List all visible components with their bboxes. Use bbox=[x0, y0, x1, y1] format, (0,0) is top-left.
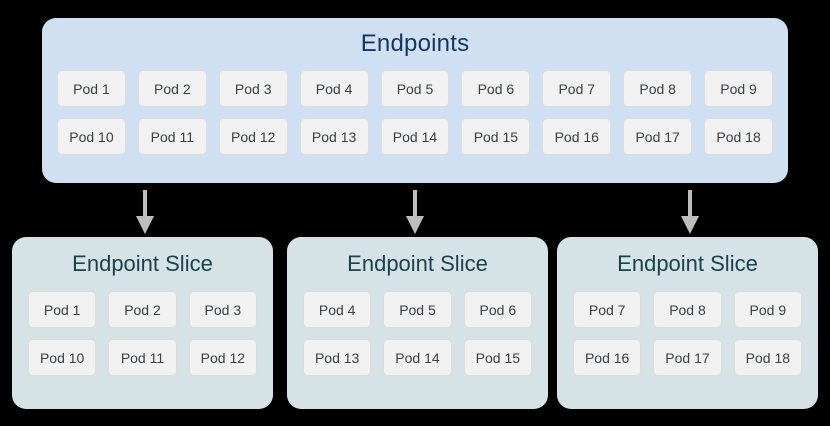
pod-chip: Pod 16 bbox=[573, 339, 642, 376]
pod-chip: Pod 6 bbox=[461, 70, 531, 107]
pod-chip: Pod 5 bbox=[380, 70, 450, 107]
pod-chip: Pod 14 bbox=[380, 118, 450, 155]
pod-chip: Pod 10 bbox=[57, 118, 126, 155]
pod-chip: Pod 13 bbox=[299, 118, 369, 155]
arrow-shaft bbox=[413, 190, 417, 218]
arrow-head bbox=[136, 216, 154, 234]
pod-chip: Pod 1 bbox=[28, 291, 97, 328]
pod-chip: Pod 3 bbox=[218, 70, 288, 107]
pod-chip: Pod 7 bbox=[542, 70, 612, 107]
pod-chip: Pod 2 bbox=[137, 70, 207, 107]
pod-chip: Pod 12 bbox=[218, 118, 288, 155]
pod-chip: Pod 18 bbox=[733, 339, 802, 376]
pod-chip: Pod 8 bbox=[653, 291, 722, 328]
arrow-down-icon bbox=[134, 190, 156, 234]
pod-chip: Pod 15 bbox=[463, 339, 532, 376]
pod-chip: Pod 17 bbox=[623, 118, 693, 155]
endpoint-slice-title: Endpoint Slice bbox=[72, 251, 213, 276]
pod-chip: Pod 10 bbox=[28, 339, 97, 376]
arrow-head bbox=[406, 216, 424, 234]
arrow-shaft bbox=[143, 190, 147, 218]
endpoint-slice-title: Endpoint Slice bbox=[617, 251, 758, 276]
pod-chip: Pod 14 bbox=[383, 339, 452, 376]
pod-chip: Pod 7 bbox=[573, 291, 642, 328]
endpoint-slice-panel: Endpoint Slice Pod 1 Pod 2 Pod 3 Pod 10 … bbox=[12, 237, 273, 409]
pod-chip: Pod 5 bbox=[383, 291, 452, 328]
pod-chip: Pod 4 bbox=[303, 291, 372, 328]
pod-chip: Pod 1 bbox=[57, 70, 126, 107]
pod-chip: Pod 11 bbox=[137, 118, 207, 155]
arrow-down-icon bbox=[679, 190, 701, 234]
endpoint-slice-panel: Endpoint Slice Pod 4 Pod 5 Pod 6 Pod 13 … bbox=[287, 237, 548, 409]
endpoints-title: Endpoints bbox=[360, 30, 470, 57]
pod-chip: Pod 6 bbox=[463, 291, 532, 328]
arrow-down-icon bbox=[404, 190, 426, 234]
pod-chip: Pod 4 bbox=[299, 70, 369, 107]
pod-chip: Pod 9 bbox=[733, 291, 802, 328]
endpoint-slice-title: Endpoint Slice bbox=[347, 251, 488, 276]
endpoints-pod-grid: Pod 1 Pod 2 Pod 3 Pod 4 Pod 5 Pod 6 Pod … bbox=[57, 70, 773, 155]
pod-chip: Pod 3 bbox=[188, 291, 257, 328]
pod-chip: Pod 17 bbox=[653, 339, 722, 376]
pod-chip: Pod 12 bbox=[188, 339, 257, 376]
pod-chip: Pod 11 bbox=[108, 339, 177, 376]
endpoint-slice-panel: Endpoint Slice Pod 7 Pod 8 Pod 9 Pod 16 … bbox=[557, 237, 818, 409]
pod-chip: Pod 9 bbox=[704, 70, 773, 107]
arrow-shaft bbox=[688, 190, 692, 218]
endpoint-slice-pod-grid: Pod 4 Pod 5 Pod 6 Pod 13 Pod 14 Pod 15 bbox=[303, 291, 532, 376]
arrow-head bbox=[681, 216, 699, 234]
pod-chip: Pod 18 bbox=[704, 118, 773, 155]
endpoint-slice-pod-grid: Pod 1 Pod 2 Pod 3 Pod 10 Pod 11 Pod 12 bbox=[28, 291, 257, 376]
pod-chip: Pod 8 bbox=[623, 70, 693, 107]
pod-chip: Pod 16 bbox=[542, 118, 612, 155]
pod-chip: Pod 13 bbox=[303, 339, 372, 376]
endpoint-slice-pod-grid: Pod 7 Pod 8 Pod 9 Pod 16 Pod 17 Pod 18 bbox=[573, 291, 802, 376]
endpoints-panel: Endpoints Pod 1 Pod 2 Pod 3 Pod 4 Pod 5 … bbox=[42, 18, 788, 183]
pod-chip: Pod 15 bbox=[461, 118, 531, 155]
pod-chip: Pod 2 bbox=[108, 291, 177, 328]
